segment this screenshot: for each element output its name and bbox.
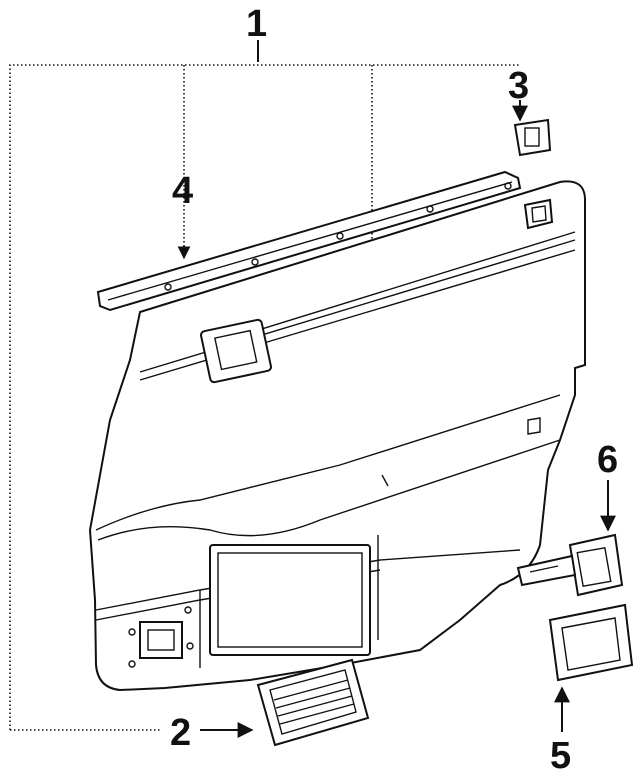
callout-4: 4 xyxy=(172,170,193,212)
callout-5: 5 xyxy=(550,735,571,777)
callout-2: 2 xyxy=(170,712,191,754)
part-5-handle-bezel xyxy=(548,603,634,732)
door-trim-panel xyxy=(88,180,586,692)
part-2-speaker-grille xyxy=(200,658,370,747)
part-4-weatherstrip xyxy=(96,170,522,312)
part-6-door-handle xyxy=(516,480,624,597)
callout-6: 6 xyxy=(597,439,618,481)
callout-3: 3 xyxy=(508,65,529,107)
callout-1-leader xyxy=(9,40,520,731)
part-3-clip xyxy=(512,100,552,157)
callout-1: 1 xyxy=(246,3,267,45)
